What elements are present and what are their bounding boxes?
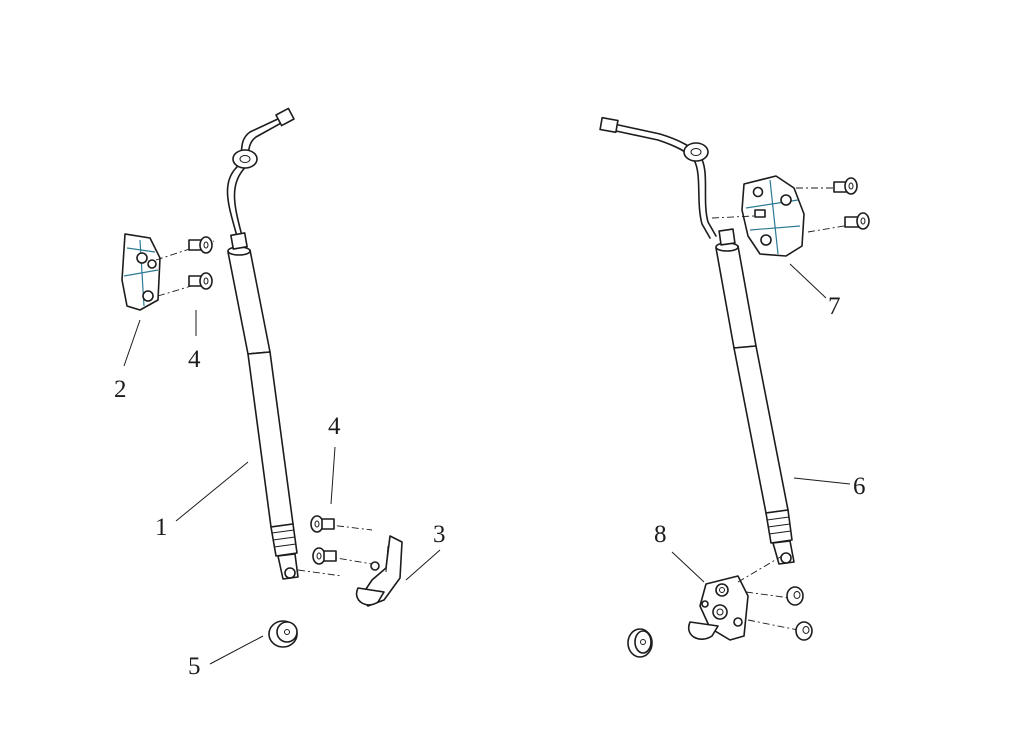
right-cable-harness xyxy=(599,116,717,239)
left-cable-harness xyxy=(226,107,295,241)
left-gas-strut xyxy=(227,232,299,580)
callout-4-upper: 4 xyxy=(188,346,201,373)
callout-labels: 1 2 3 4 4 5 6 7 8 xyxy=(114,293,866,680)
callout-5: 5 xyxy=(188,653,201,680)
right-gas-strut xyxy=(715,228,795,565)
callout-2: 2 xyxy=(114,376,127,403)
callout-3: 3 xyxy=(433,521,446,548)
left-grommet xyxy=(268,620,298,648)
right-upper-bolts xyxy=(711,177,870,233)
right-lower-nuts xyxy=(786,586,813,641)
left-lower-bolts xyxy=(297,515,373,577)
left-strut-assembly xyxy=(121,107,403,648)
left-lower-bracket xyxy=(355,535,403,607)
left-upper-bolts xyxy=(155,236,215,297)
right-upper-bracket xyxy=(741,175,805,257)
callout-4-lower: 4 xyxy=(328,413,341,440)
callout-6: 6 xyxy=(853,473,866,500)
right-lower-bracket xyxy=(687,555,799,641)
leader-lines xyxy=(123,263,851,665)
right-strut-assembly xyxy=(599,116,870,658)
callout-7: 7 xyxy=(828,293,841,320)
callout-1: 1 xyxy=(155,514,168,541)
left-upper-bracket xyxy=(121,233,161,311)
callout-8: 8 xyxy=(654,521,667,548)
right-grommet xyxy=(627,628,653,658)
